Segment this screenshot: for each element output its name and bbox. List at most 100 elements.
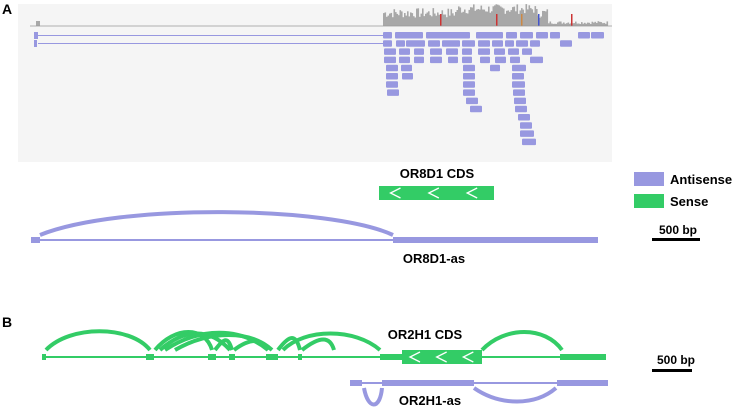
coverage-bar	[479, 9, 481, 26]
coverage-bar	[467, 13, 469, 26]
coverage-bar	[444, 14, 447, 26]
coverage-bar	[593, 22, 595, 26]
coverage-bar	[603, 22, 606, 26]
scale-bar-b	[652, 369, 692, 372]
read	[401, 64, 412, 72]
or2h1-as-arc	[472, 386, 558, 404]
coverage-bar	[569, 23, 571, 26]
read	[520, 130, 534, 137]
or2h1-sense-junction-arcs	[44, 329, 564, 352]
read	[396, 40, 405, 47]
aligned-reads	[383, 32, 604, 146]
coverage-bar	[546, 9, 549, 27]
read	[399, 56, 410, 64]
coverage-bar	[392, 17, 394, 26]
coverage-bar	[465, 13, 468, 26]
coverage-bar	[498, 5, 501, 27]
coverage-bar	[510, 10, 513, 26]
or2h1-arc	[276, 336, 302, 352]
strand-chevron	[389, 187, 401, 199]
read	[515, 105, 527, 113]
read	[446, 48, 458, 55]
coverage-bar	[582, 23, 585, 26]
coverage-bar	[413, 16, 415, 26]
coverage-bar	[600, 22, 603, 26]
read	[462, 56, 472, 64]
strand-chevron	[461, 351, 474, 363]
read	[520, 32, 533, 39]
coverage-bar	[522, 9, 525, 26]
coverage-mismatch	[538, 14, 540, 26]
coverage-bar	[473, 4, 475, 27]
coverage-bar	[459, 7, 462, 26]
coverage-bar	[489, 12, 492, 26]
read	[426, 32, 470, 39]
or2h1-exon	[298, 354, 302, 360]
read	[513, 89, 525, 96]
read	[560, 40, 572, 47]
strand-chevron	[408, 351, 421, 363]
coverage-bar	[474, 10, 477, 26]
coverage-bar	[434, 13, 436, 26]
coverage-mismatch	[440, 14, 442, 26]
coverage-bar	[561, 23, 564, 26]
coverage-bar	[411, 13, 414, 26]
coverage-bar	[596, 23, 598, 26]
read	[536, 32, 548, 39]
coverage-bar	[494, 5, 496, 27]
read	[578, 32, 590, 39]
panel-b-label: B	[2, 314, 12, 330]
coverage-bar	[431, 16, 433, 26]
coverage-bar	[435, 15, 438, 26]
read	[430, 48, 442, 55]
coverage-bar	[528, 5, 531, 27]
or2h1-exon	[266, 354, 278, 360]
spliced-read-lines	[34, 32, 383, 47]
coverage-bar	[533, 12, 535, 26]
read	[520, 122, 532, 129]
coverage-bar	[549, 21, 552, 26]
browser-track	[18, 4, 612, 162]
or2h1-strand-arrows	[408, 351, 474, 363]
coverage-bar	[402, 17, 405, 26]
or2h1-as-arc	[362, 387, 384, 407]
coverage-bar	[425, 13, 427, 26]
coverage-bar	[405, 15, 408, 26]
read	[512, 81, 525, 88]
strand-chevron	[427, 187, 440, 199]
coverage-bar	[543, 11, 546, 26]
read	[383, 40, 392, 47]
coverage-bar	[443, 14, 445, 26]
coverage-bar	[456, 10, 459, 26]
coverage-bar	[518, 13, 520, 26]
coverage-bar	[572, 23, 574, 26]
coverage-bar	[393, 9, 396, 26]
coverage-bar	[423, 16, 426, 26]
read	[395, 32, 423, 39]
scale-bar-a	[652, 238, 700, 241]
coverage-bar	[597, 21, 600, 26]
read	[522, 48, 532, 55]
read	[384, 56, 396, 64]
coverage-bar	[534, 6, 537, 26]
coverage-bar	[525, 4, 528, 26]
coverage-bar	[588, 22, 591, 26]
coverage-bar	[401, 11, 403, 26]
or2h1-exon	[146, 354, 154, 360]
read	[402, 73, 413, 80]
coverage-bar	[480, 5, 483, 26]
or2h1-exon	[208, 354, 216, 360]
coverage-bar	[594, 21, 597, 26]
coverage-bar	[545, 11, 547, 26]
or2h1-as-label: OR2H1-as	[399, 393, 461, 408]
legend-label-antisense: Antisense	[670, 172, 732, 187]
coverage-bar	[542, 10, 544, 26]
coverage-bar	[447, 8, 450, 26]
coverage-bar	[470, 7, 472, 26]
coverage-bar	[408, 16, 411, 26]
coverage-bar	[548, 23, 550, 26]
coverage-bar	[437, 12, 439, 26]
coverage-bar	[591, 21, 594, 26]
or2h1-arc	[480, 330, 564, 352]
